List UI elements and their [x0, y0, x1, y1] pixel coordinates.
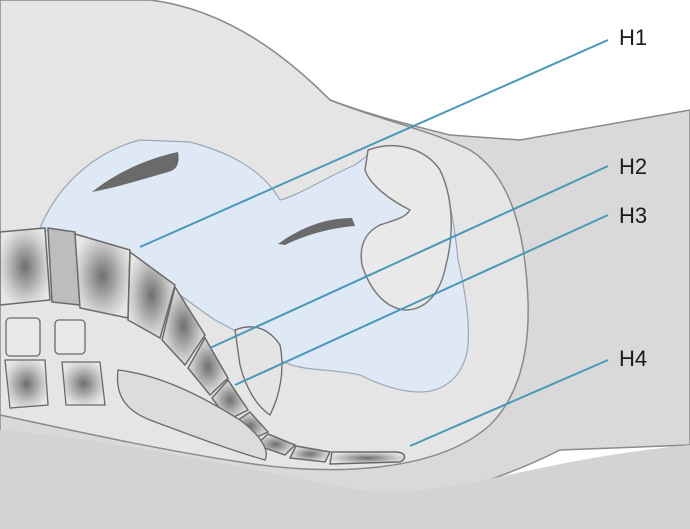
articular-process-2 [61, 361, 106, 406]
sacral-segment-1 [127, 250, 176, 340]
sacral-segment-3 [187, 336, 229, 397]
h1-label: H1 [619, 25, 647, 50]
spinous-process-1 [5, 317, 41, 357]
h4-label: H4 [619, 346, 647, 371]
vertebral-processes [4, 317, 283, 461]
h2-label: H2 [619, 154, 647, 179]
h2-pointer-line [209, 165, 609, 349]
sacral-segment-2 [161, 285, 206, 367]
lumbar-vertebra-1 [0, 227, 51, 306]
h3-pointer-line [234, 214, 609, 386]
spinous-process-2 [54, 319, 86, 355]
ilium-ridge-lower [278, 218, 355, 245]
table-surface [0, 430, 690, 529]
pubic-bone [360, 145, 452, 311]
h4-pointer-line [409, 359, 609, 447]
articular-process-1 [4, 359, 49, 409]
sacral-wing [116, 369, 267, 461]
coccyx-4 [329, 451, 406, 465]
h1-pointer-line [139, 39, 609, 248]
h3-label: H3 [619, 203, 647, 228]
ilium-ridge-upper [92, 152, 179, 192]
plane-pointer-lines [139, 39, 609, 447]
pelvic-cavity [39, 139, 469, 393]
ischial-spine [234, 326, 283, 416]
coccyx-3 [288, 445, 332, 463]
spine [0, 227, 406, 465]
